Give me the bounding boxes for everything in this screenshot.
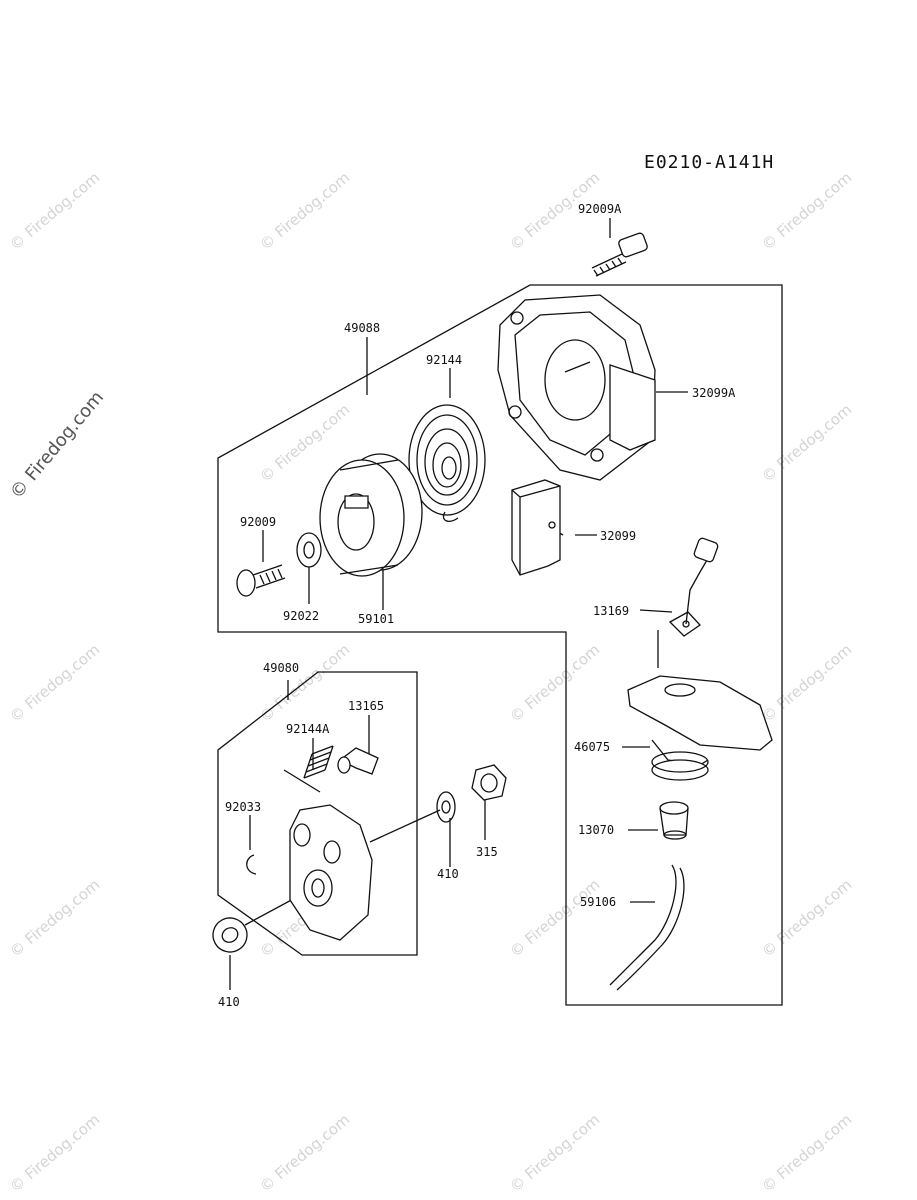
part-label: 32099 bbox=[600, 529, 636, 543]
reel-59101 bbox=[319, 453, 423, 577]
grommet-13070 bbox=[659, 801, 689, 840]
part-label: 49080 bbox=[263, 661, 299, 675]
part-label: 32099A bbox=[692, 386, 736, 400]
washer-92022 bbox=[296, 532, 322, 568]
part-label: 59101 bbox=[358, 612, 394, 626]
part-label: 13165 bbox=[348, 699, 384, 713]
part-label: 315 bbox=[476, 845, 498, 859]
pawl-13165 bbox=[337, 747, 379, 775]
part-label: 410 bbox=[218, 995, 240, 1009]
part-label: 92033 bbox=[225, 800, 261, 814]
part-label: 92009A bbox=[578, 202, 622, 216]
bolt-92009A bbox=[591, 232, 648, 277]
spring-92144 bbox=[408, 404, 486, 522]
recoil-case-32099A bbox=[497, 294, 656, 481]
part-label: 49088 bbox=[344, 321, 380, 335]
diagram-code: E0210-A141H bbox=[644, 152, 775, 173]
part-label: 92022 bbox=[283, 609, 319, 623]
clip-92033 bbox=[246, 854, 257, 875]
part-label: 13070 bbox=[578, 823, 614, 837]
nut-315 bbox=[471, 764, 507, 801]
screw-92009 bbox=[236, 564, 286, 597]
boundary-49080 bbox=[217, 671, 418, 956]
joint-13169 bbox=[668, 537, 719, 637]
pawl-32099 bbox=[511, 479, 561, 576]
part-label: 92009 bbox=[240, 515, 276, 529]
part-label: 92144A bbox=[286, 722, 330, 736]
boundary-49088 bbox=[217, 284, 783, 1006]
part-label: 92144 bbox=[426, 353, 462, 367]
part-label: 59106 bbox=[580, 895, 616, 909]
pulley-49080 bbox=[289, 804, 373, 941]
washer-410-lower bbox=[212, 917, 248, 953]
part-label: 410 bbox=[437, 867, 459, 881]
rope-59106 bbox=[609, 864, 685, 991]
part-label: 46075 bbox=[574, 740, 610, 754]
spring-92144A bbox=[303, 745, 334, 779]
part-label: 13169 bbox=[593, 604, 629, 618]
washer-410-upper bbox=[436, 791, 456, 823]
handle-46075 bbox=[627, 675, 773, 781]
